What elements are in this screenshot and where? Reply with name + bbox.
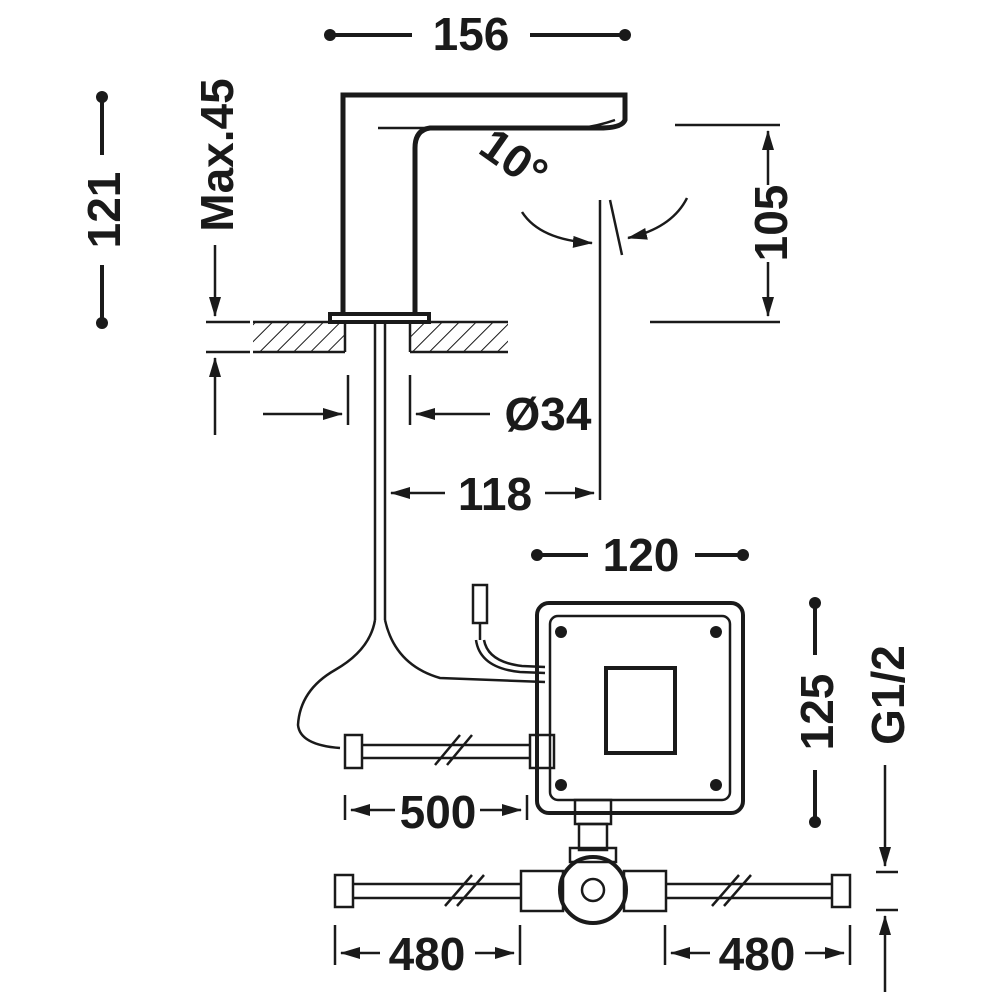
dim-max-deck: Max.45 [191, 78, 250, 435]
hose-left-480: 480 [333, 873, 522, 980]
label-120: 120 [603, 529, 680, 581]
label-118: 118 [458, 468, 532, 520]
dim-thread: G1/2 [862, 645, 914, 992]
label-125: 125 [791, 674, 843, 751]
dim-faucet-height: 121 [78, 91, 130, 329]
label-max-45: Max.45 [191, 78, 243, 231]
dim-box-height: 125 [791, 597, 843, 828]
faucet-body [328, 92, 628, 324]
label-105: 105 [745, 185, 797, 262]
sensor-probe [471, 583, 546, 675]
label-156: 156 [433, 8, 510, 60]
hose-500: 500 [343, 733, 530, 838]
dim-hole-diameter: Ø34 [263, 375, 592, 440]
tee-connector [519, 798, 668, 925]
label-g1-2: G1/2 [862, 645, 914, 745]
label-121: 121 [78, 172, 130, 249]
label-500: 500 [400, 786, 477, 838]
dim-spout-reach: 118 [390, 468, 595, 520]
dim-box-width: 120 [531, 529, 749, 581]
control-box [528, 601, 745, 815]
dim-spout-height: 105 [650, 123, 797, 324]
deck-section [253, 320, 508, 354]
dim-faucet-width: 156 [324, 8, 631, 60]
dim-spout-angle: 10° [471, 118, 689, 500]
supply-cable [296, 322, 546, 750]
label-diameter-34: Ø34 [505, 388, 592, 440]
label-480-left: 480 [389, 928, 466, 980]
hose-right-480: 480 [663, 873, 852, 980]
label-480-right: 480 [719, 928, 796, 980]
